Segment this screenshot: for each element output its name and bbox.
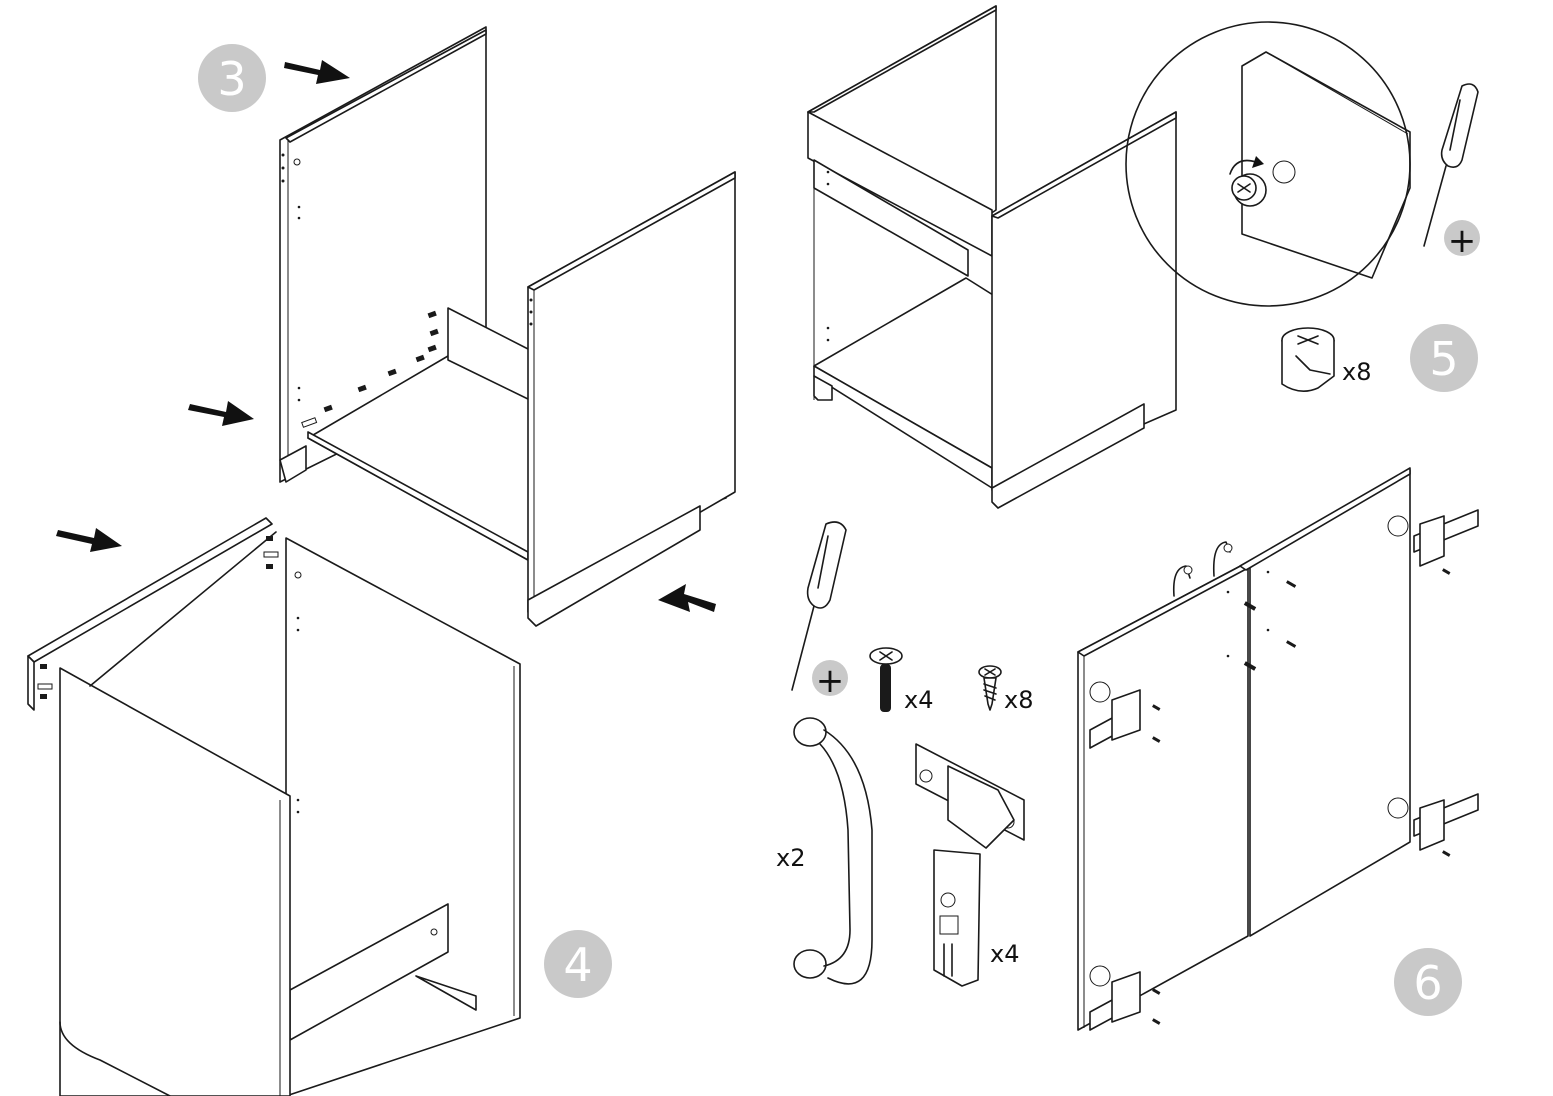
shelf-foot bbox=[415, 975, 477, 1011]
plus-sign: + bbox=[1448, 221, 1477, 261]
rotate-arrow-icon bbox=[1229, 159, 1257, 175]
carcass-left-foot bbox=[813, 375, 833, 401]
handle-quantity: x2 bbox=[776, 844, 805, 872]
long-bolt-quantity: x4 bbox=[904, 686, 933, 714]
arrow-left-icon bbox=[658, 584, 716, 612]
step-3-badge bbox=[198, 44, 266, 112]
top-rail-face bbox=[27, 517, 273, 663]
step-5-group: 5 + bbox=[807, 5, 1480, 509]
long-bolt-icon bbox=[869, 647, 903, 712]
carcass-top-edge bbox=[807, 5, 997, 113]
cam-hole bbox=[1272, 160, 1296, 184]
phillips-plus-icon bbox=[812, 660, 848, 696]
dowel-group bbox=[301, 310, 439, 428]
step-4-number: 4 bbox=[563, 938, 592, 992]
right-door-handle bbox=[1212, 541, 1231, 577]
cam-lock-quantity: x8 bbox=[1342, 358, 1371, 386]
right-door-panel bbox=[1249, 469, 1411, 937]
carcass-plinth bbox=[991, 403, 1145, 509]
door-handle-icon bbox=[793, 717, 873, 985]
plus-sign: + bbox=[816, 661, 845, 701]
right-panel-top-edge bbox=[527, 171, 736, 291]
left-panel-top-edge bbox=[285, 29, 487, 143]
carcass-right-top-edge bbox=[991, 111, 1177, 219]
step-4-group: 4 bbox=[27, 517, 612, 1096]
short-screw-icon bbox=[978, 665, 1002, 711]
phillips-plus-icon bbox=[1444, 220, 1480, 256]
step-6-badge bbox=[1394, 948, 1462, 1016]
hinge-quantity: x4 bbox=[990, 940, 1019, 968]
step-3-number: 3 bbox=[217, 52, 246, 106]
hinge-icon bbox=[915, 743, 1025, 987]
arrow-right-icon bbox=[188, 401, 254, 426]
arrow-right-icon bbox=[284, 60, 350, 84]
front-side-panel bbox=[59, 667, 291, 1096]
top-rail-end bbox=[27, 655, 35, 711]
right-panel-plinth bbox=[527, 505, 701, 627]
step-4-badge bbox=[544, 930, 612, 998]
screwdriver-icon bbox=[1423, 83, 1479, 247]
step-6-group: 6 + x4 x8 x2 bbox=[776, 467, 1479, 1031]
cam-lock-hardware-icon bbox=[1281, 327, 1335, 392]
step-6-number: 6 bbox=[1413, 956, 1442, 1010]
left-door-panel bbox=[1077, 561, 1249, 1031]
arrow-right-icon bbox=[56, 528, 122, 552]
step-5-badge bbox=[1410, 324, 1478, 392]
short-screw-quantity: x8 bbox=[1004, 686, 1033, 714]
screwdriver-icon bbox=[791, 521, 847, 691]
step-5-number: 5 bbox=[1429, 332, 1458, 386]
right-door-top-edge bbox=[1239, 467, 1411, 571]
left-panel-plinth bbox=[279, 445, 307, 483]
front-panel-plinth bbox=[59, 1021, 171, 1096]
step-3-group: 3 bbox=[188, 26, 736, 627]
